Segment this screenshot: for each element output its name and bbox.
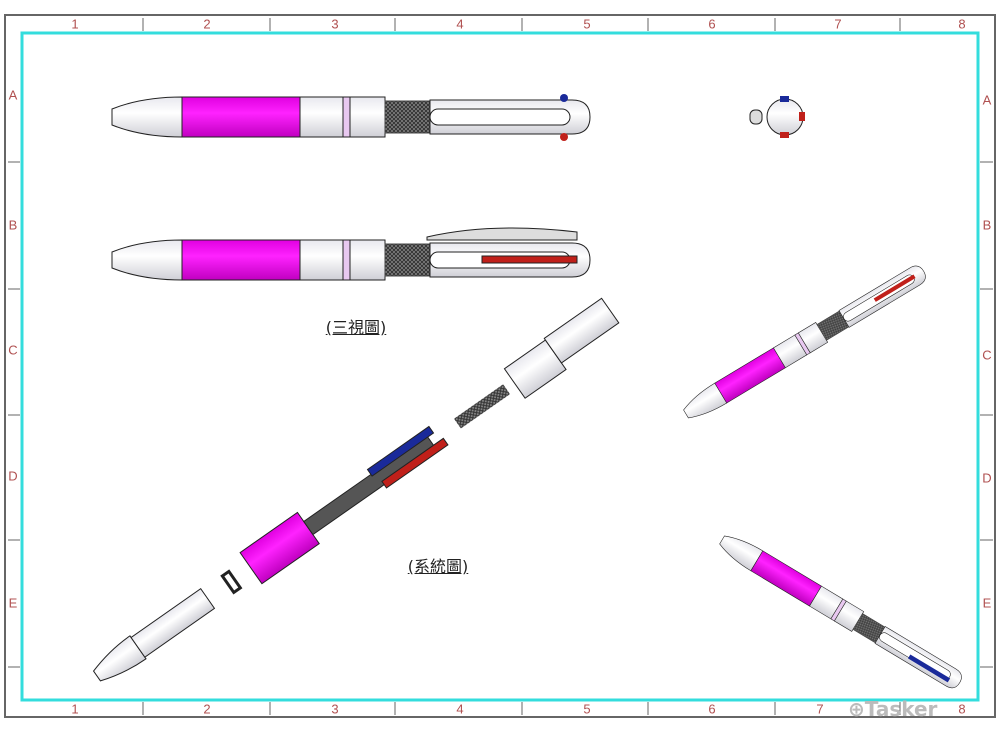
row-label-right: D: [982, 470, 992, 486]
pen-exploded-view: [92, 297, 620, 682]
column-label-bottom: 3: [331, 701, 339, 717]
drawing-frame: [20, 31, 980, 702]
column-label-top: 4: [456, 16, 464, 32]
watermark-logo-icon: ⊕: [848, 697, 865, 721]
watermark: ⊕Tasker: [848, 697, 938, 721]
outer-border: [4, 14, 996, 718]
column-label-bottom: 6: [708, 701, 716, 717]
row-label-right: B: [982, 217, 992, 233]
row-label-left: D: [8, 468, 18, 484]
column-label-top: 5: [583, 16, 591, 32]
system-view-caption: (系統圖): [407, 557, 469, 576]
row-label-left: E: [8, 595, 18, 611]
pen-front-view: [111, 227, 591, 281]
row-label-left: A: [8, 87, 18, 103]
pen-isometric-view: [679, 260, 930, 425]
row-label-right: A: [982, 92, 992, 108]
row-label-right: C: [982, 347, 992, 363]
pen-top-view: [111, 94, 591, 141]
row-label-left: C: [8, 342, 18, 358]
column-label-bottom: 5: [583, 701, 591, 717]
column-label-top: 8: [958, 16, 966, 32]
column-label-bottom: 8: [958, 701, 966, 717]
column-label-top: 3: [331, 16, 339, 32]
pen-isometric-view-2: [715, 529, 966, 693]
column-label-bottom: 7: [816, 701, 824, 717]
three-view-caption: (三視圖): [325, 318, 387, 337]
column-label-bottom: 1: [71, 701, 79, 717]
column-label-top: 2: [203, 16, 211, 32]
column-label-top: 1: [71, 16, 79, 32]
column-label-top: 6: [708, 16, 716, 32]
pen-end-view: [749, 96, 805, 138]
row-label-right: E: [982, 595, 992, 611]
column-label-bottom: 2: [203, 701, 211, 717]
column-label-bottom: 4: [456, 701, 464, 717]
column-label-top: 7: [834, 16, 842, 32]
zone-ticks: [8, 18, 993, 715]
row-label-left: B: [8, 217, 18, 233]
